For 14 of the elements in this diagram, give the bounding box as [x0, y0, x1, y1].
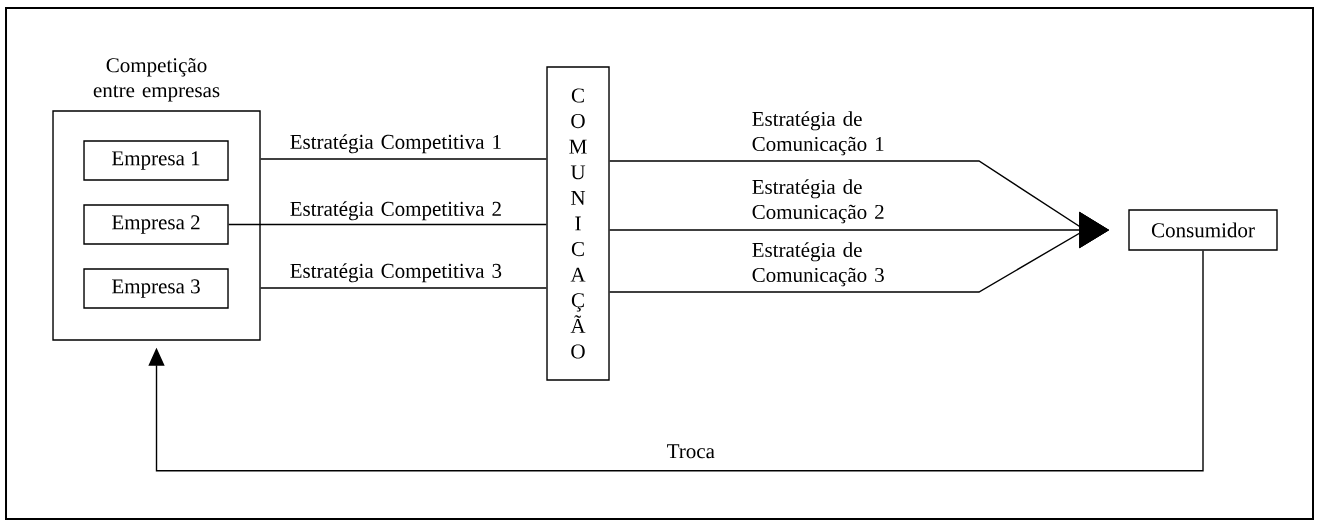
vertical-box: COMUNICAÇÃO — [546, 66, 610, 381]
edge-label: Estratégia Competitiva 3 — [290, 263, 502, 283]
process-box: Empresa 3 — [83, 268, 229, 309]
process-box: Empresa 1 — [83, 140, 229, 181]
node-label: Competição entre empresas — [93, 57, 220, 102]
edge-label: Estratégia de Comunicação 2 — [752, 179, 884, 224]
process-box: Consumidor — [1128, 209, 1278, 251]
edge-label: Estratégia de Comunicação 3 — [752, 242, 884, 287]
edge-label: Troca — [667, 444, 715, 459]
arrow — [148, 250, 1204, 472]
edge-label: Estratégia de Comunicação 1 — [752, 111, 884, 156]
process-box: Empresa 2 — [83, 204, 229, 245]
edge-label: Estratégia Competitiva 2 — [290, 201, 501, 221]
edge-label: Estratégia Competitiva 1 — [290, 134, 501, 154]
